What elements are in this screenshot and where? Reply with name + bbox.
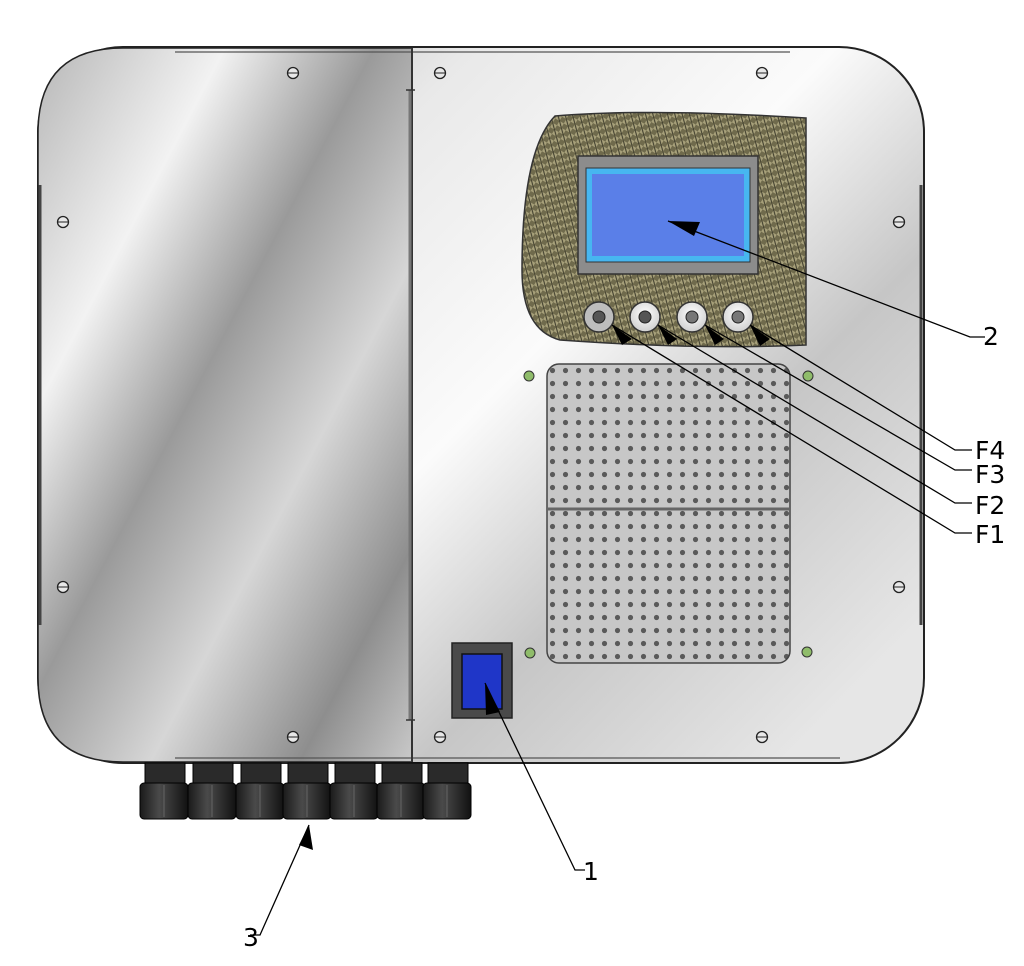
status-led-icon <box>802 370 814 382</box>
screw-icon <box>755 66 769 80</box>
cable-gland <box>187 762 237 820</box>
power-switch[interactable] <box>461 653 503 710</box>
arrow-heads <box>299 221 770 850</box>
cable-gland <box>235 762 285 820</box>
screw-icon <box>755 730 769 744</box>
status-led-icon <box>801 646 813 658</box>
screw-icon <box>286 730 300 744</box>
screw-icon <box>56 580 70 594</box>
callout-f1: F1 <box>975 520 1005 549</box>
cable-gland <box>282 762 332 820</box>
callout-1: 1 <box>583 857 599 886</box>
cable-gland <box>139 762 189 820</box>
callout-f3: F3 <box>975 460 1005 489</box>
status-led-icon <box>524 647 536 659</box>
screw-icon <box>892 580 906 594</box>
callout-f2: F2 <box>975 491 1005 520</box>
screw-icon <box>286 66 300 80</box>
screw-icon <box>433 730 447 744</box>
screw-icon <box>433 66 447 80</box>
left-door-panel <box>37 47 413 763</box>
status-led-icon <box>523 370 535 382</box>
callout-3: 3 <box>243 923 259 952</box>
status-leds <box>523 370 814 659</box>
button-f2[interactable] <box>629 301 661 333</box>
callout-f4: F4 <box>975 436 1005 465</box>
screw-icon <box>56 215 70 229</box>
callout-2: 2 <box>983 322 999 351</box>
cable-gland <box>376 762 426 820</box>
cable-gland <box>329 762 379 820</box>
button-f3[interactable] <box>676 301 708 333</box>
vent-grille <box>546 363 791 664</box>
cable-glands <box>139 762 472 820</box>
screw-icon <box>892 215 906 229</box>
button-f1[interactable] <box>583 301 615 333</box>
cable-gland <box>422 762 472 820</box>
screws <box>56 66 906 744</box>
button-f4[interactable] <box>722 301 754 333</box>
leader-lines <box>250 220 985 936</box>
